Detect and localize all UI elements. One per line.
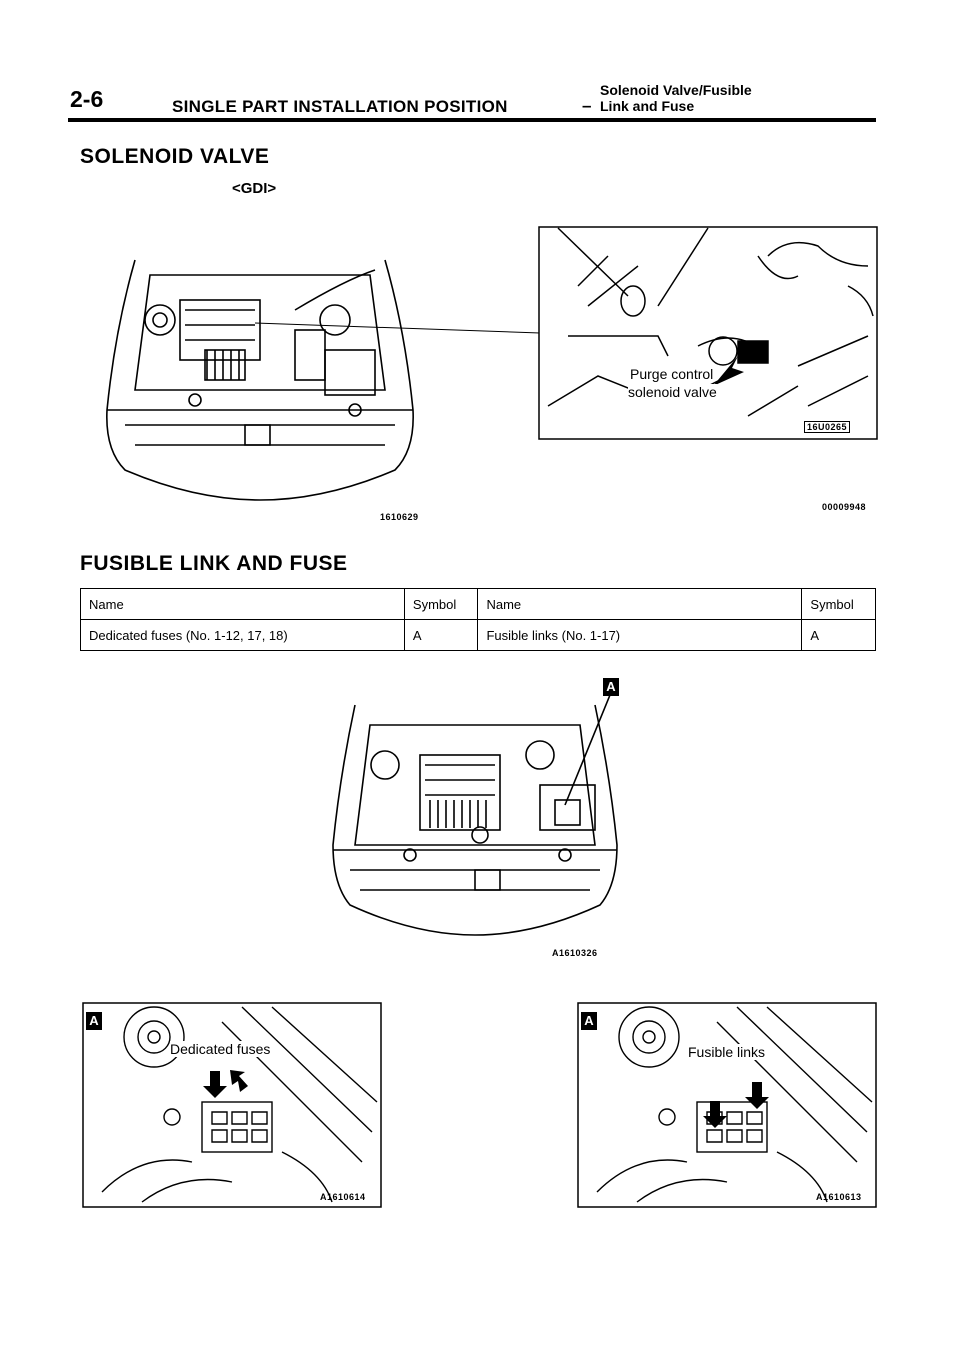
figure-code-fuse-overview: A1610326 — [552, 948, 598, 958]
callout-solenoid-valve: solenoid valve — [628, 384, 717, 400]
figure-code-right: 00009948 — [822, 502, 867, 512]
dedicated-fuses-detail-illustration — [82, 1002, 382, 1208]
leader-line — [255, 322, 541, 334]
fusible-links-detail-illustration — [577, 1002, 877, 1208]
solenoid-detail-illustration — [538, 226, 878, 440]
table-cell: A — [801, 619, 876, 651]
table-header-cell: Symbol — [801, 588, 876, 620]
page-number: 2-6 — [70, 86, 104, 112]
figure-code-left-detail: A1610614 — [320, 1192, 366, 1202]
figure-code-right-detail: A1610613 — [816, 1192, 862, 1202]
badge-a: A — [603, 678, 619, 696]
badge-a-right: A — [581, 1012, 597, 1030]
section-subtitle-line2: Link and Fuse — [600, 98, 695, 114]
table-header-cell: Symbol — [403, 588, 479, 620]
badge-a-left: A — [86, 1012, 102, 1030]
car-engine-bay-illustration — [106, 259, 414, 501]
fuse-heading: FUSIBLE LINK AND FUSE — [80, 552, 348, 575]
table-header-cell: Name — [477, 588, 803, 620]
header-rule — [68, 118, 876, 122]
callout-fusible-links: Fusible links — [688, 1044, 766, 1060]
callout-dedicated-fuses: Dedicated fuses — [170, 1041, 271, 1057]
table-cell: Fusible links (No. 1-17) — [477, 619, 803, 651]
table-header-row: Name Symbol Name Symbol — [80, 588, 876, 620]
title-dash: – — [582, 96, 592, 115]
table-header-cell: Name — [80, 588, 405, 620]
figure-code-detail: 16U0265 — [804, 421, 851, 433]
table-cell: A — [403, 619, 479, 651]
section-subtitle-line1: Solenoid Valve/Fusible — [600, 82, 752, 98]
fuse-table: Name Symbol Name Symbol Dedicated fuses … — [80, 588, 876, 651]
figure-code-overview-1: 1610629 — [380, 512, 419, 522]
page-title: SINGLE PART INSTALLATION POSITION — [172, 97, 508, 116]
solenoid-heading: SOLENOID VALVE — [80, 145, 270, 168]
engine-variant-label: <GDI> — [232, 180, 277, 197]
table-cell: Dedicated fuses (No. 1-12, 17, 18) — [80, 619, 405, 651]
car-fuse-overview-illustration — [332, 695, 618, 936]
callout-purge-control: Purge control — [630, 366, 714, 382]
table-row: Dedicated fuses (No. 1-12, 17, 18) A Fus… — [80, 619, 876, 651]
